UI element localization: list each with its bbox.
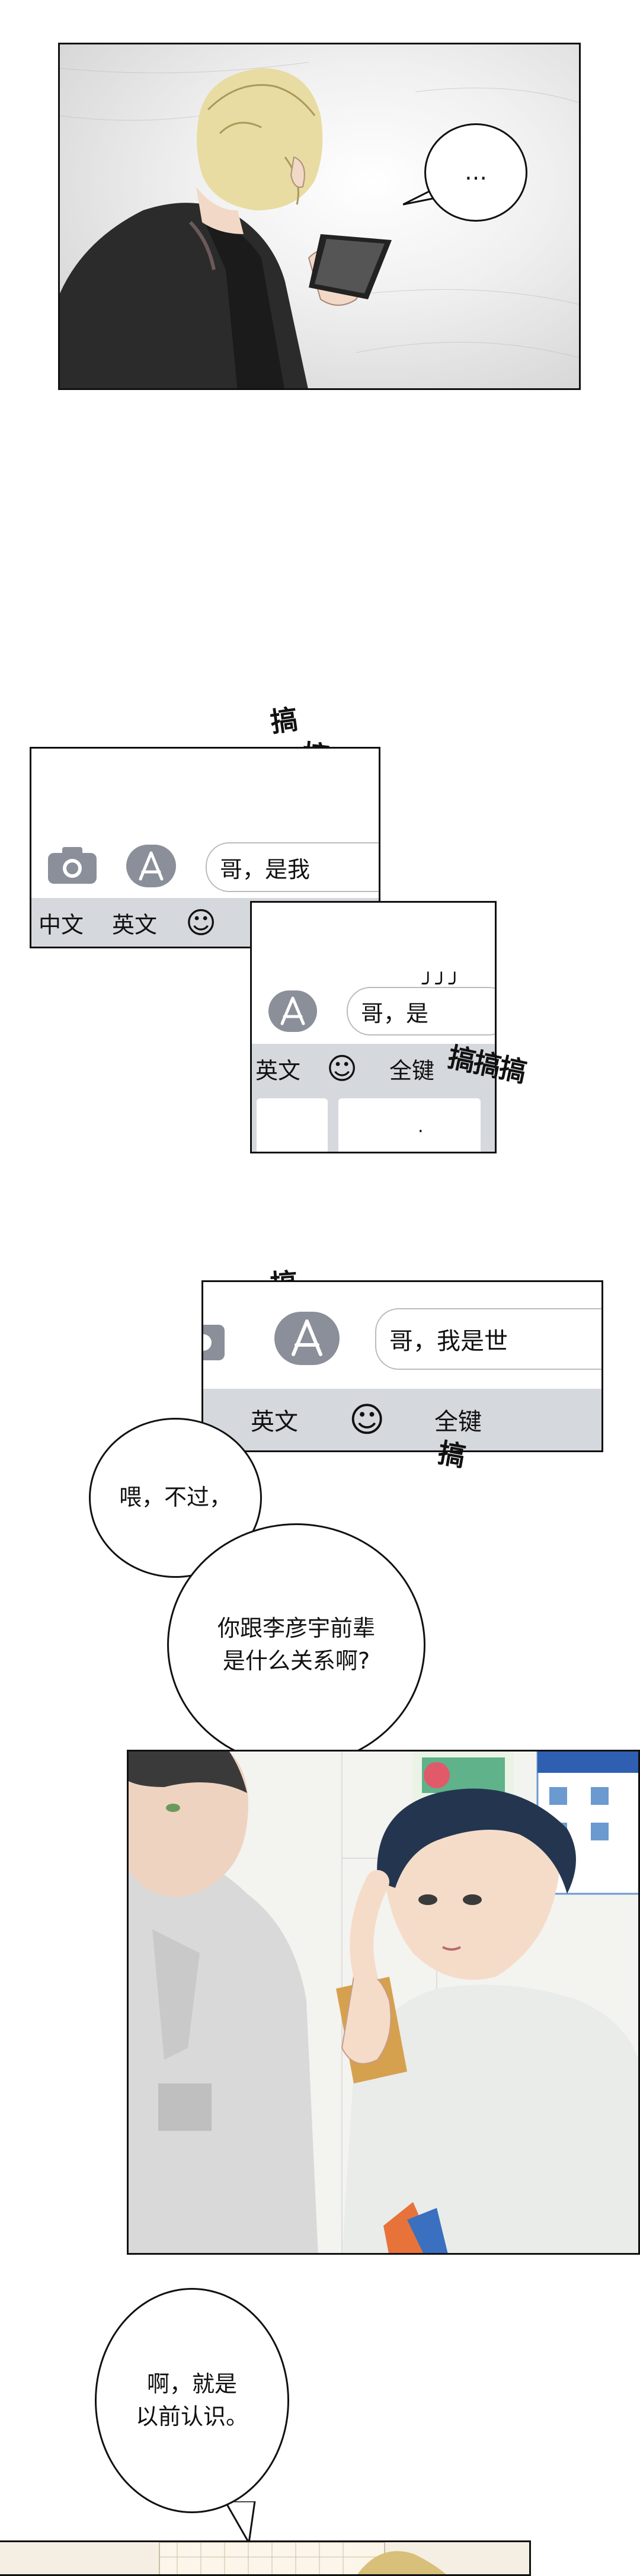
- panel-blond-man-phone: [58, 43, 581, 390]
- keyboard-2-toolbar: 英文 ☺ 全键: [252, 1044, 495, 1094]
- panel-3-art: [159, 2542, 446, 2574]
- keyboard-2-keys: .: [252, 1094, 495, 1152]
- sfx-tap-1: 搞: [268, 703, 299, 739]
- message-input-3-text: 哥，我是世: [389, 1328, 508, 1355]
- keyboard-3-toolbar: 英文 ☺ 全键: [203, 1389, 601, 1450]
- key-middle[interactable]: .: [338, 1098, 481, 1152]
- emoji-icon[interactable]: ☺: [185, 906, 217, 940]
- sfx-ticks: ╯╯╯: [422, 972, 462, 996]
- bubble-question-text: 你跟李彦宇前辈 是什么关系啊?: [217, 1615, 375, 1674]
- bubble-question: 你跟李彦宇前辈 是什么关系啊?: [167, 1523, 425, 1766]
- tab-english-2[interactable]: 英文: [255, 1057, 301, 1084]
- message-input-1-text: 哥，是我: [220, 856, 311, 883]
- camera-icon-3: [203, 1325, 225, 1360]
- bubble-answer-tail: [225, 2501, 256, 2543]
- panel-next-partial: [0, 2540, 531, 2576]
- app-store-icon: [126, 845, 176, 887]
- tab-full-keyboard[interactable]: 全键: [389, 1057, 435, 1084]
- emoji-icon-3[interactable]: ☺: [349, 1399, 385, 1440]
- keyboard-panel-3: 哥，我是世 英文 ☺ 全键: [201, 1280, 603, 1452]
- key-left[interactable]: [257, 1098, 328, 1152]
- keyboard-panel-2: 哥，是 英文 ☺ 全键 .: [250, 901, 497, 1153]
- camera-icon: [48, 847, 97, 884]
- message-input-2[interactable]: 哥，是: [347, 987, 495, 1035]
- panel-two-men-phone: [127, 1750, 640, 2255]
- message-input-1[interactable]: 哥，是我: [206, 842, 379, 892]
- bubble-answer: 啊，就是 以前认识。: [95, 2288, 289, 2513]
- message-input-3[interactable]: 哥，我是世: [375, 1308, 601, 1370]
- panel-1-art: [60, 62, 579, 388]
- tab-full-keyboard-3[interactable]: 全键: [434, 1408, 482, 1436]
- emoji-icon-2[interactable]: ☺: [327, 1052, 358, 1086]
- tab-english[interactable]: 英文: [112, 912, 158, 938]
- tab-chinese[interactable]: 中文: [39, 912, 84, 938]
- key-dot-label: .: [418, 1116, 424, 1137]
- app-store-icon-3: [274, 1312, 340, 1365]
- bubble-ellipsis: …: [424, 123, 527, 222]
- bubble-but-text: 喂，不过，: [119, 1484, 232, 1511]
- tab-english-3[interactable]: 英文: [251, 1408, 298, 1436]
- panel-2-art: [129, 1752, 638, 2253]
- bubble-answer-text: 啊，就是 以前认识。: [135, 2370, 248, 2430]
- app-store-icon-2: [268, 990, 317, 1032]
- bubble-ellipsis-text: …: [465, 159, 487, 186]
- message-input-2-text: 哥，是: [361, 1000, 429, 1027]
